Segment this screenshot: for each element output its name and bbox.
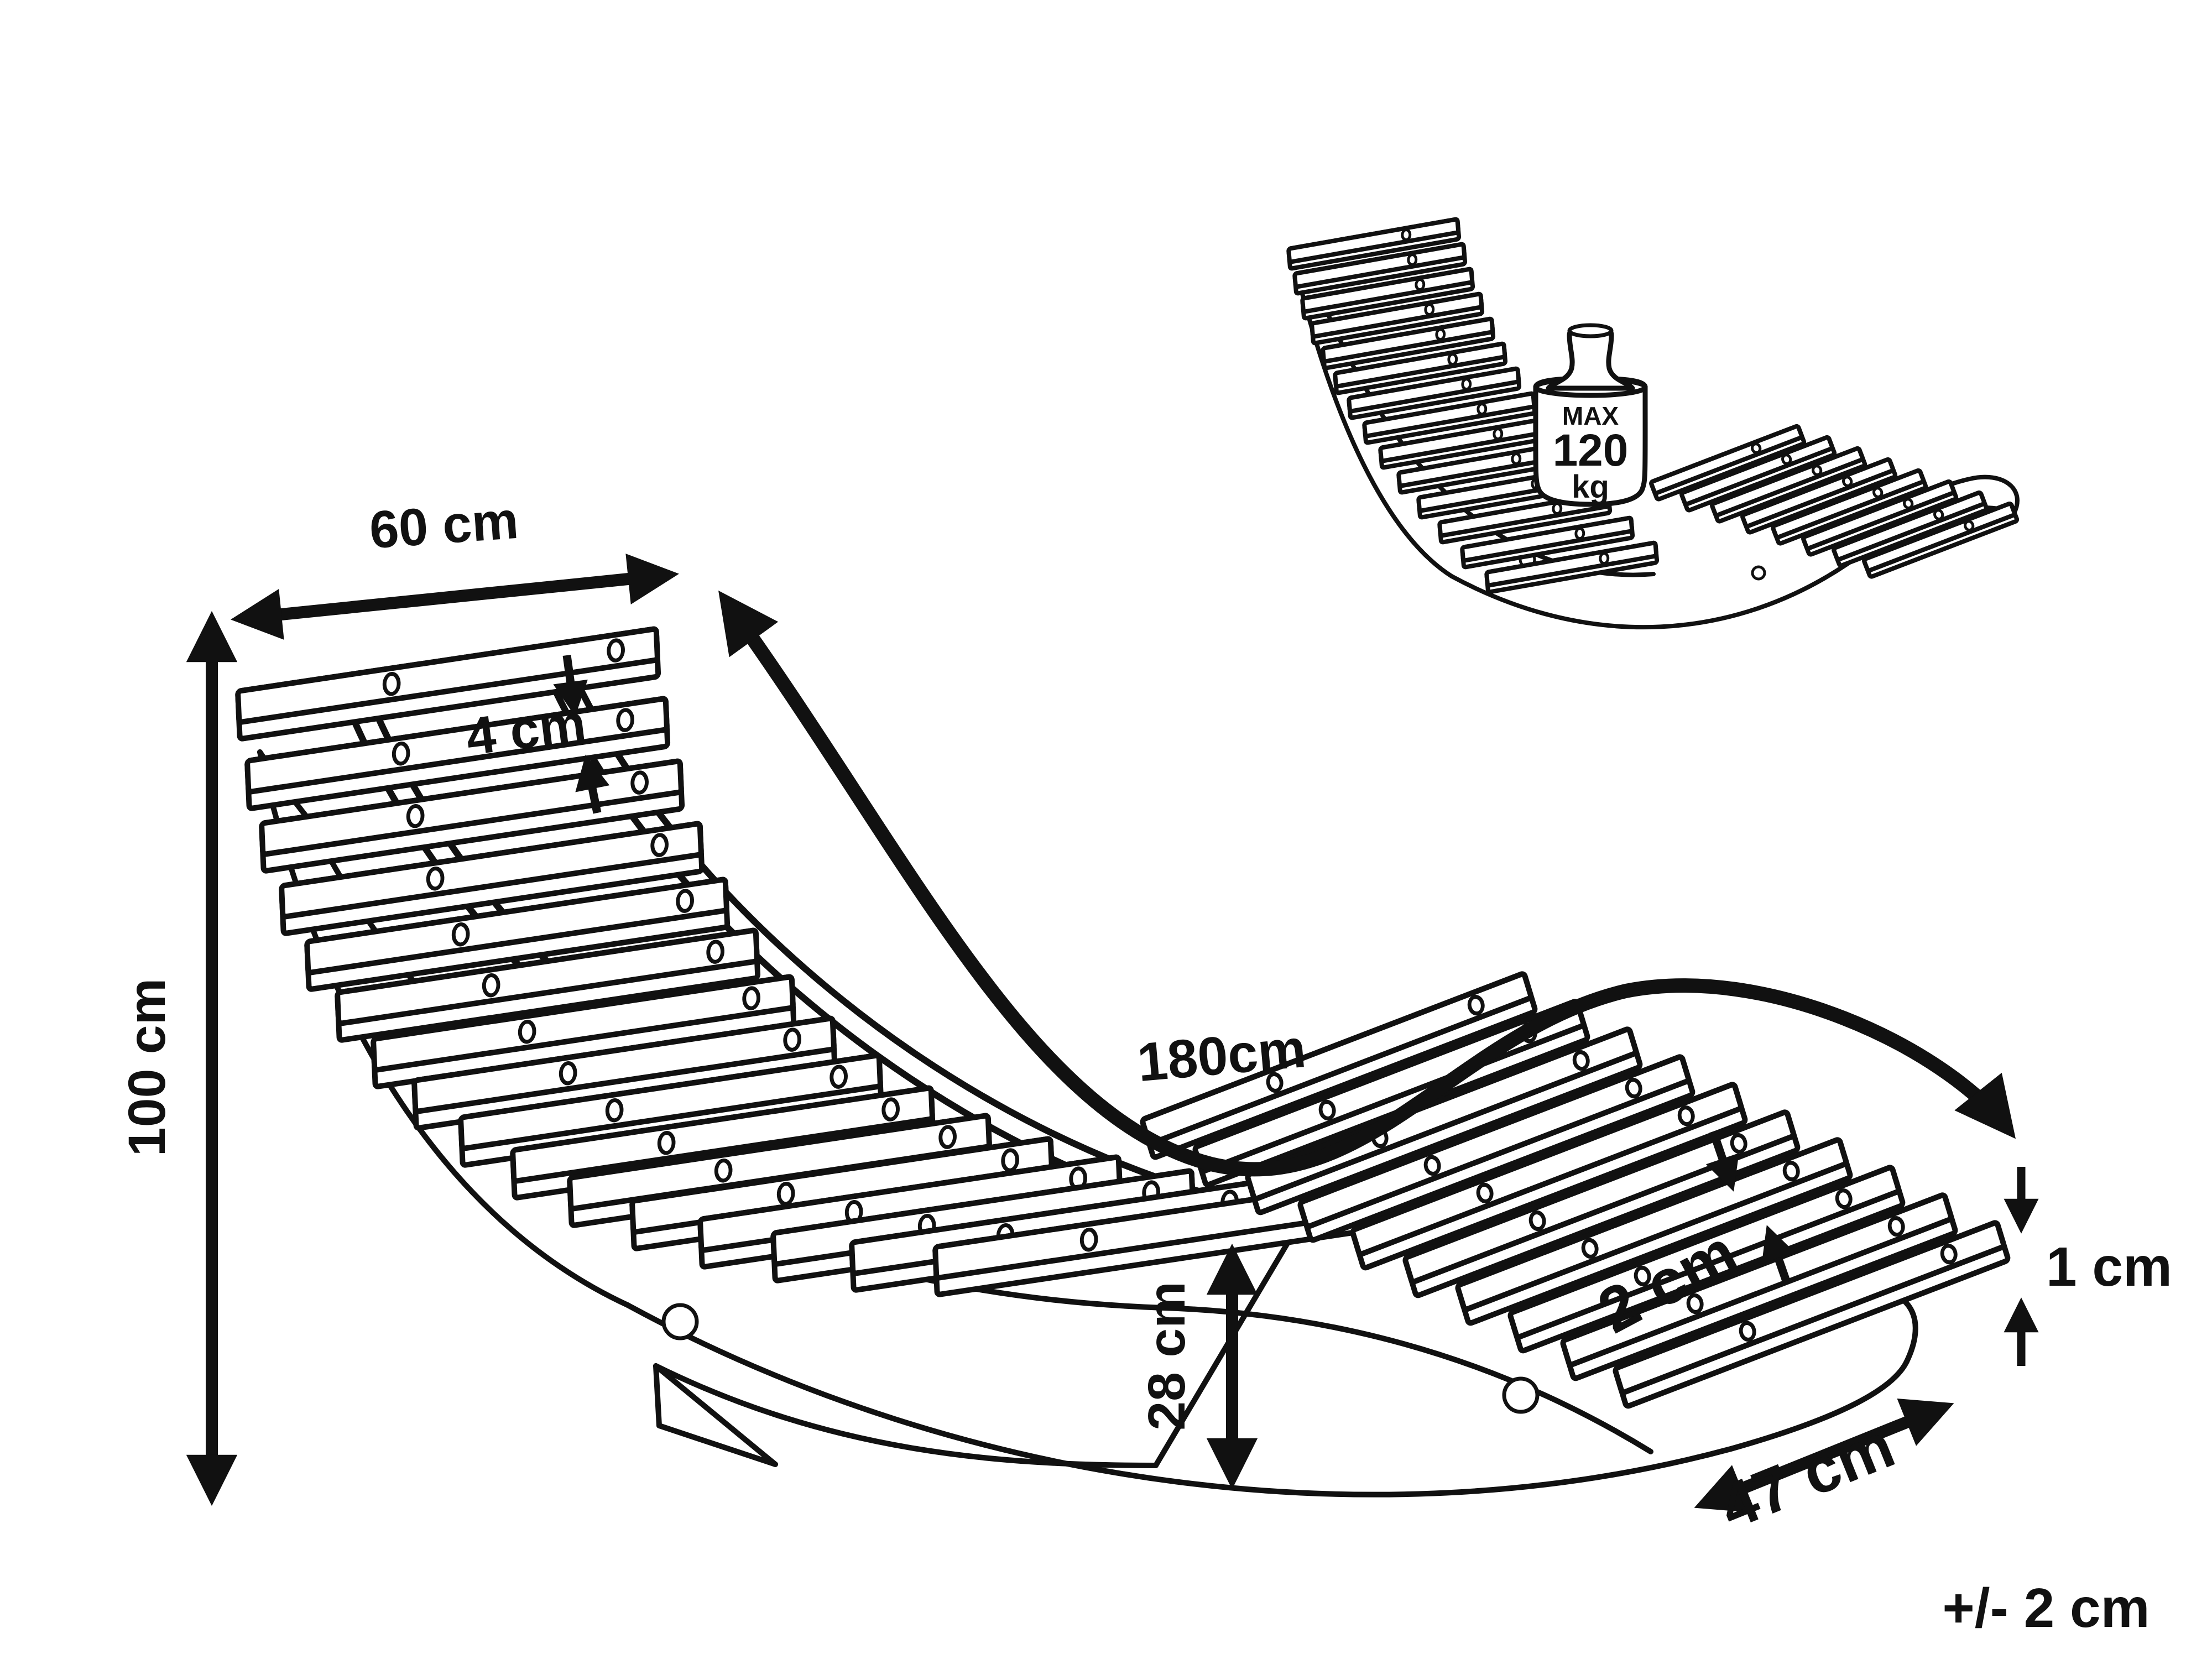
frame-foot-wedge: [653, 1363, 778, 1467]
frame-screw-hole-left: [661, 1303, 699, 1340]
dim-curve-length: 180cm: [718, 590, 2016, 1177]
tolerance-note: +/- 2 cm: [1942, 1577, 2150, 1639]
dim-foot-width: 47 cm: [1694, 1399, 1954, 1543]
slat-gap-arrow-down: [1705, 1130, 1739, 1192]
inset-screw-hole-right: [1751, 565, 1766, 581]
curve-length-arrow: [718, 590, 2016, 1177]
dim-width-top: 60 cm: [231, 491, 679, 640]
width-top-label: 60 cm: [368, 491, 520, 560]
foot-width-label: 47 cm: [1710, 1410, 1903, 1543]
dim-clearance: 28 cm: [1138, 1243, 1258, 1490]
dim-height: 100 cm: [118, 611, 238, 1506]
width-top-arrow: [231, 554, 679, 640]
max-load-word: MAX: [1562, 401, 1619, 430]
max-load-unit: kg: [1572, 469, 1609, 505]
frame-wedge-edge: [653, 1363, 1159, 1468]
max-load-value: 120: [1553, 425, 1629, 476]
foot-width-arrow: [1694, 1399, 1954, 1512]
inset-frame-left-edge: [1298, 285, 1454, 578]
slat-thickness-arrow-down: [553, 654, 588, 717]
clearance-label: 28 cm: [1138, 1281, 1196, 1430]
main-drawing: 60 cm 4 cm 100 cm 180cm 28 cm: [118, 491, 2172, 1543]
inset-drawing: MAX 120 kg: [1288, 219, 2017, 630]
foot-slat-thickness-label: 1 cm: [2046, 1236, 2172, 1298]
dim-slat-thickness: 4 cm: [463, 654, 610, 814]
height-label: 100 cm: [118, 978, 176, 1156]
max-load-weight-icon: MAX 120 kg: [1533, 323, 1648, 507]
frame-screw-hole-right: [1502, 1376, 1540, 1414]
weight-knob-cap: [1567, 323, 1614, 338]
dim-foot-slat-thickness: 1 cm: [2004, 1167, 2172, 1366]
inset-footrest-slats: [1651, 426, 2017, 577]
slat-thickness-arrow-up: [575, 754, 610, 814]
slat-gap-arrow-up: [1761, 1225, 1795, 1286]
curve-length-label: 180cm: [1135, 1018, 1308, 1093]
slat-thickness-label: 4 cm: [463, 693, 589, 766]
